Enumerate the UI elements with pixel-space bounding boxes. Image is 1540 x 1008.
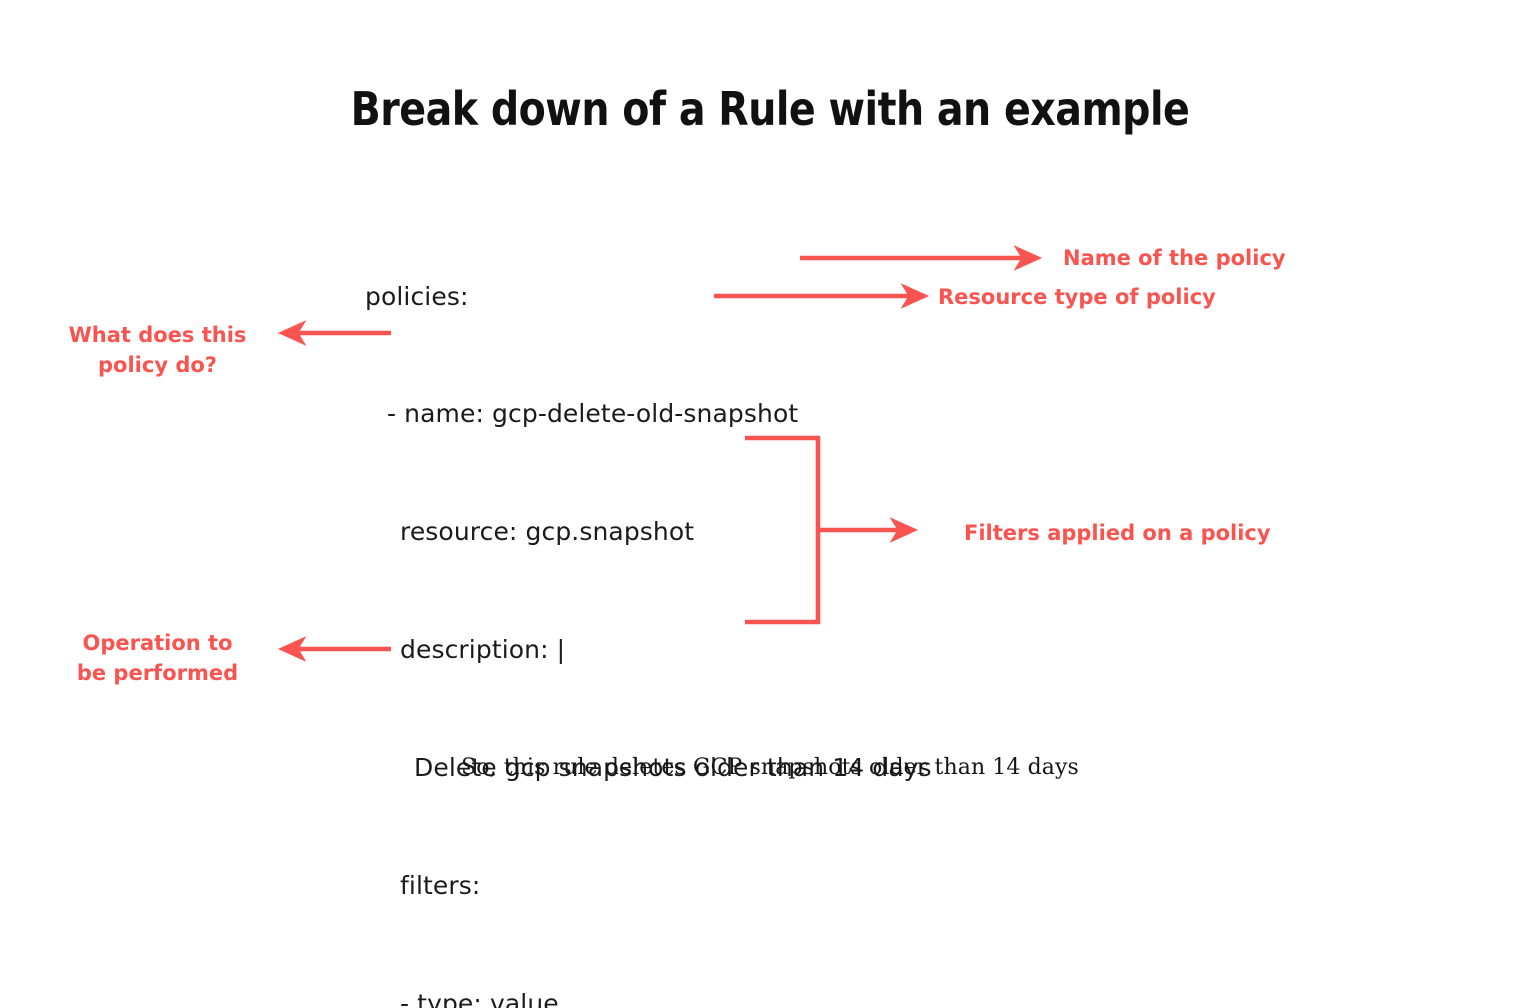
callout-resource-type: Resource type of policy	[938, 285, 1216, 309]
yaml-line-description: description: |	[400, 635, 566, 665]
yaml-line-name: - name: gcp-delete-old-snapshot	[387, 399, 799, 429]
yaml-line-description-body: Delete gcp snapshots older than 14 days	[414, 753, 932, 783]
yaml-line-resource: resource: gcp.snapshot	[400, 517, 695, 547]
callout-what-does-policy-do: What does this policy do?	[68, 323, 247, 377]
yaml-line-filter-type: - type: value	[400, 988, 559, 1008]
callout-name-of-policy: Name of the policy	[1063, 246, 1286, 270]
yaml-line-policies: policies:	[365, 281, 469, 311]
yaml-line-filters: filters:	[400, 871, 481, 901]
yaml-code-block: policies: - name: gcp-delete-old-snapsho…	[365, 198, 932, 1008]
callout-filters-applied: Filters applied on a policy	[964, 521, 1271, 545]
summary-caption: So, this rule deletes GCP snapshots olde…	[461, 755, 1079, 780]
page-title: Break down of a Rule with an example	[350, 82, 1190, 136]
callout-operation-performed: Operation to be performed	[76, 631, 239, 685]
